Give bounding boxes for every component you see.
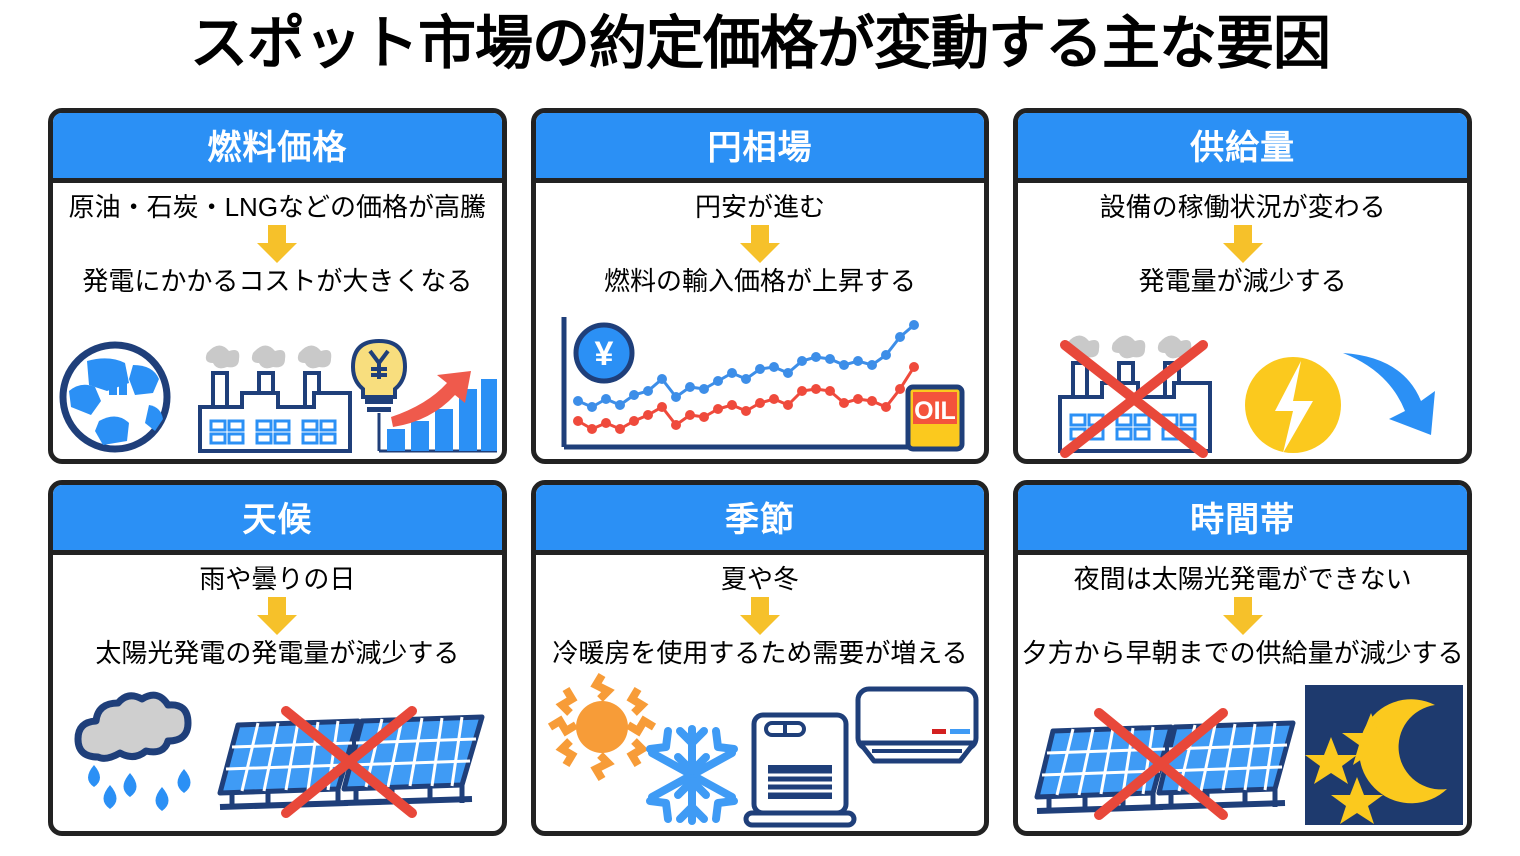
night-sky-moon-stars-icon xyxy=(1304,685,1463,825)
card-header-yen-rate: 円相場 xyxy=(535,113,985,183)
factory-icon xyxy=(198,345,353,453)
curved-down-arrow-icon xyxy=(1342,353,1435,435)
rain-cloud-icon xyxy=(74,691,192,811)
cause-text: 設備の稼働状況が変わる xyxy=(1099,192,1386,222)
lightbulb-yen-icon xyxy=(351,338,408,451)
cause-text: 円安が進む xyxy=(694,192,825,222)
card-season: 季節 夏や冬 冷暖房を使用するため需要が増える xyxy=(530,480,990,836)
card-yen-rate: 円相場 円安が進む 燃料の輸入価格が上昇する xyxy=(530,108,990,464)
heater-icon xyxy=(743,712,857,828)
effect-text: 太陽光発電の発電量が減少する xyxy=(95,637,460,668)
down-arrow-icon xyxy=(739,596,780,635)
card-weather: 天候 雨や曇りの日 太陽光発電の発電量が減少する xyxy=(48,480,507,836)
star-icon xyxy=(1330,777,1383,824)
cause-text: 雨や曇りの日 xyxy=(199,564,356,594)
solar-panels-crossed-out-icon xyxy=(1034,708,1296,820)
sun-icon xyxy=(547,672,657,782)
icon-row-weather xyxy=(53,669,502,831)
down-arrow-icon xyxy=(739,224,780,263)
card-header-time-of-day: 時間帯 xyxy=(1018,485,1467,555)
down-arrow-icon xyxy=(1222,224,1263,263)
effect-text: 冷暖房を使用するため需要が増える xyxy=(552,637,968,668)
card-body-supply-volume: 設備の稼働状況が変わる 発電量が減少する xyxy=(1018,183,1467,459)
star-icon xyxy=(1341,713,1400,765)
card-body-season: 夏や冬 冷暖房を使用するため需要が増える xyxy=(536,555,985,831)
icon-row-supply-volume xyxy=(1018,297,1467,459)
effect-text: 発電量が減少する xyxy=(1138,265,1347,296)
down-arrow-icon xyxy=(257,224,298,263)
page-title: スポット市場の約定価格が変動する主な要因 xyxy=(189,11,1331,76)
air-conditioner-icon xyxy=(855,686,979,764)
effect-text: 夕方から早朝までの供給量が減少する xyxy=(1021,637,1464,668)
card-body-weather: 雨や曇りの日 太陽光発電の発電量が減少する xyxy=(53,555,502,831)
icon-row-fuel-price xyxy=(53,297,502,459)
snowflake-icon xyxy=(645,725,738,825)
card-supply-volume: 供給量 設備の稼働状況が変わる 発電量が減少する xyxy=(1013,108,1472,464)
icon-row-time-of-day xyxy=(1018,669,1467,831)
card-header-season: 季節 xyxy=(535,485,985,555)
down-arrow-icon xyxy=(1222,596,1263,635)
factor-card-grid: 燃料価格 原油・石炭・LNGなどの価格が高騰 発電にかかるコストが大きくなる xyxy=(48,108,1472,836)
card-body-fuel-price: 原油・石炭・LNGなどの価格が高騰 発電にかかるコストが大きくなる xyxy=(53,183,502,459)
globe-icon xyxy=(59,341,171,453)
card-header-fuel-price: 燃料価格 xyxy=(53,113,502,183)
icon-row-yen-rate: ¥ OIL xyxy=(536,297,985,459)
card-body-yen-rate: 円安が進む 燃料の輸入価格が上昇する xyxy=(536,183,985,459)
solar-panels-crossed-out-icon xyxy=(217,706,485,818)
yen-symbol: ¥ xyxy=(595,335,614,373)
card-body-time-of-day: 夜間は太陽光発電ができない 夕方から早朝までの供給量が減少する xyxy=(1018,555,1467,831)
oil-barrel-icon: OIL xyxy=(905,384,965,452)
cause-text: 原油・石炭・LNGなどの価格が高騰 xyxy=(68,192,487,222)
bar-chart-up-icon xyxy=(379,371,498,453)
lightning-bolt-icon xyxy=(1244,357,1341,453)
oil-label: OIL xyxy=(914,397,956,425)
down-arrow-icon xyxy=(257,596,298,635)
raindrop xyxy=(88,765,191,811)
effect-text: 燃料の輸入価格が上昇する xyxy=(603,265,916,296)
card-header-weather: 天候 xyxy=(53,485,502,555)
cause-text: 夏や冬 xyxy=(720,564,799,594)
yen-coin-icon: ¥ xyxy=(573,322,635,384)
cause-text: 夜間は太陽光発電ができない xyxy=(1073,564,1412,594)
star-icon xyxy=(1304,737,1357,784)
factory-crossed-out-icon xyxy=(1057,335,1212,458)
icon-row-season xyxy=(536,669,985,831)
effect-text: 発電にかかるコストが大きくなる xyxy=(82,265,473,296)
card-time-of-day: 時間帯 夜間は太陽光発電ができない 夕方から早朝までの供給量が減少する xyxy=(1013,480,1472,836)
line-chart-icon xyxy=(561,317,962,450)
card-header-supply-volume: 供給量 xyxy=(1018,113,1467,183)
card-fuel-price: 燃料価格 原油・石炭・LNGなどの価格が高騰 発電にかかるコストが大きくなる xyxy=(48,108,507,464)
